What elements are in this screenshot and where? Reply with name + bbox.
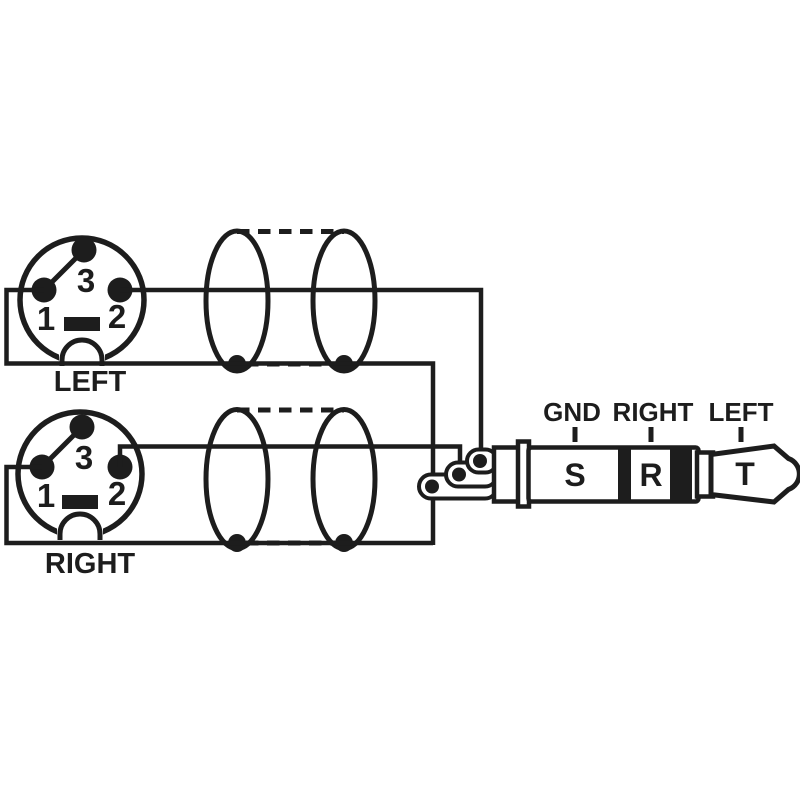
right-terminal-label: RIGHT — [613, 397, 694, 427]
sleeve-lug-hole — [425, 479, 439, 494]
cable-left-channel — [203, 228, 378, 374]
xlr-channel-label: RIGHT — [45, 548, 136, 580]
cable-shield-loop — [203, 407, 271, 551]
wire-left-ground — [4, 287, 436, 545]
ring-section-letter: R — [639, 457, 662, 493]
xlr-channel-label: LEFT — [54, 366, 127, 398]
plug-rear-block — [491, 445, 522, 504]
xlr-keyway-notch — [59, 337, 105, 366]
xlr-keyway-notch — [57, 511, 103, 540]
plug-insulator-ring-1 — [618, 445, 631, 504]
tip-section-letter: T — [735, 456, 755, 492]
jack-solder-lugs — [417, 447, 499, 501]
wire-right-ground — [4, 464, 433, 546]
wire-left-signal — [120, 287, 484, 458]
left-terminal-label: LEFT — [709, 397, 774, 427]
ring-lug-hole — [452, 467, 466, 482]
xlr-pin2-number: 2 — [108, 298, 126, 335]
xlr-pin3-number: 3 — [75, 439, 93, 476]
cable-shield-loop — [310, 228, 378, 374]
cable-shield-loop — [203, 228, 271, 374]
tip-lug-hole — [473, 454, 487, 468]
xlr-latch-slot — [62, 495, 98, 509]
jack-plug: GND RIGHT LEFT S R T — [417, 397, 800, 509]
plug-insulator-ring-2 — [670, 445, 692, 504]
xlr-pin3-contact — [69, 414, 95, 440]
gnd-terminal-label: GND — [543, 397, 601, 427]
xlr-left-connector: 3 1 2 LEFT — [17, 235, 147, 398]
xlr-pin3-contact — [71, 237, 97, 263]
wire-right-signal — [117, 444, 463, 472]
xlr-pin1-number: 1 — [37, 300, 55, 337]
xlr-right-connector: 3 1 2 RIGHT — [15, 409, 145, 580]
xlr-latch-slot — [64, 317, 100, 331]
cable-right-channel — [203, 407, 378, 552]
plug-tip-cone — [708, 443, 800, 505]
xlr-pin2-number: 2 — [108, 475, 126, 512]
sleeve-section-letter: S — [564, 457, 585, 493]
xlr-pin3-number: 3 — [77, 262, 95, 299]
xlr-pin1-number: 1 — [37, 477, 55, 514]
wires — [4, 287, 484, 546]
cable-shield-loop — [310, 407, 378, 551]
